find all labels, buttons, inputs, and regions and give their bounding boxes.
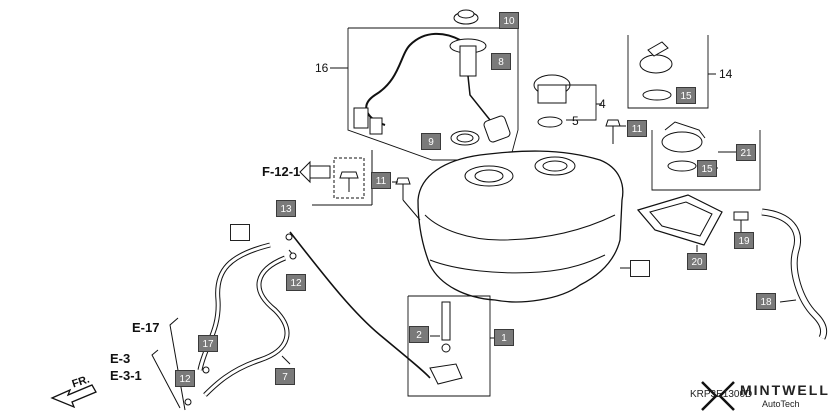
- label-4: 4: [599, 97, 606, 111]
- label-14: 14: [719, 67, 733, 81]
- callout-13: 13: [276, 200, 296, 217]
- reference-e17: E-17: [132, 320, 160, 335]
- cap-21: [661, 131, 703, 153]
- valve-2: [441, 301, 451, 341]
- callout-12-upper: 12: [286, 274, 306, 291]
- ref-arrow: [309, 165, 331, 179]
- label-16: 16: [315, 61, 329, 75]
- wire-harness: [365, 32, 461, 126]
- diagram-code: KRP3E1300D: [690, 389, 753, 400]
- brand-name: MINTWELL: [740, 382, 830, 398]
- blank-box-tank: [630, 260, 650, 277]
- callout-15-lower: 15: [697, 160, 717, 177]
- callout-19: 19: [734, 232, 754, 249]
- callout-18: 18: [756, 293, 776, 310]
- callout-10: 10: [499, 12, 519, 29]
- fitting-19: [733, 211, 749, 221]
- pump-filter: [483, 115, 511, 143]
- callout-11-right: 11: [627, 120, 647, 137]
- reference-f12-1: F-12-1: [262, 164, 301, 179]
- connector-shape: [369, 117, 383, 135]
- callout-9: 9: [421, 133, 441, 150]
- callout-15-upper: 15: [676, 87, 696, 104]
- callout-17: 17: [198, 335, 218, 352]
- callout-2: 2: [409, 326, 429, 343]
- reference-e3-1: E-3-1: [110, 368, 142, 383]
- valve-1: [429, 363, 463, 385]
- callout-1: 1: [494, 329, 514, 346]
- group-bracket-1: [407, 295, 491, 397]
- brand-subtitle: AutoTech: [762, 399, 800, 409]
- callout-21: 21: [736, 144, 756, 161]
- cap-14: [639, 54, 673, 74]
- blank-box-hoses: [230, 224, 250, 241]
- callout-20: 20: [687, 253, 707, 270]
- reference-e3: E-3: [110, 351, 131, 366]
- fuel-tank: [417, 150, 624, 303]
- callout-7: 7: [275, 368, 295, 385]
- callout-11-tank: 11: [371, 172, 391, 189]
- label-5: 5: [572, 114, 579, 128]
- front-arrow: [50, 384, 97, 409]
- logo-mark: [701, 381, 718, 411]
- callout-12-lower: 12: [175, 370, 195, 387]
- callout-8: 8: [491, 53, 511, 70]
